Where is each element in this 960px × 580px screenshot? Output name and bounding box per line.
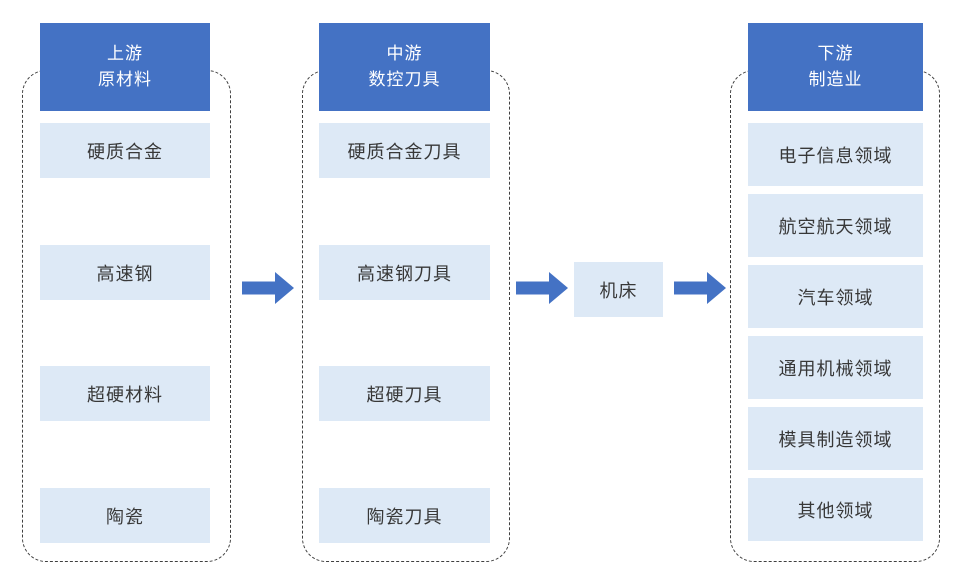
downstream-item: 通用机械领域 (748, 336, 923, 399)
midstream-header: 中游 数控刀具 (319, 23, 490, 111)
midstream-header-line1: 中游 (386, 44, 423, 64)
upstream-header-line2: 原材料 (98, 70, 152, 90)
midstream-item: 高速钢刀具 (319, 245, 490, 300)
midstream-header-line2: 数控刀具 (368, 70, 441, 90)
upstream-item: 陶瓷 (40, 488, 210, 543)
upstream-item: 超硬材料 (40, 366, 210, 421)
upstream-item: 高速钢 (40, 245, 210, 300)
arrow-right-icon (242, 272, 294, 304)
downstream-item: 航空航天领域 (748, 194, 923, 257)
midstream-item: 硬质合金刀具 (319, 123, 490, 178)
arrow-right-icon (674, 272, 726, 304)
midstream-item: 超硬刀具 (319, 366, 490, 421)
downstream-item: 汽车领域 (748, 265, 923, 328)
downstream-item: 其他领域 (748, 478, 923, 541)
downstream-item: 电子信息领域 (748, 123, 923, 186)
machine-tool-node: 机床 (574, 262, 663, 317)
arrow-right-icon (516, 272, 568, 304)
midstream-item: 陶瓷刀具 (319, 488, 490, 543)
downstream-header-line2: 制造业 (808, 70, 863, 90)
upstream-header: 上游 原材料 (40, 23, 210, 111)
downstream-item: 模具制造领域 (748, 407, 923, 470)
upstream-item: 硬质合金 (40, 123, 210, 178)
downstream-header: 下游 制造业 (748, 23, 923, 111)
upstream-header-line1: 上游 (107, 44, 143, 64)
downstream-header-line1: 下游 (817, 44, 854, 64)
